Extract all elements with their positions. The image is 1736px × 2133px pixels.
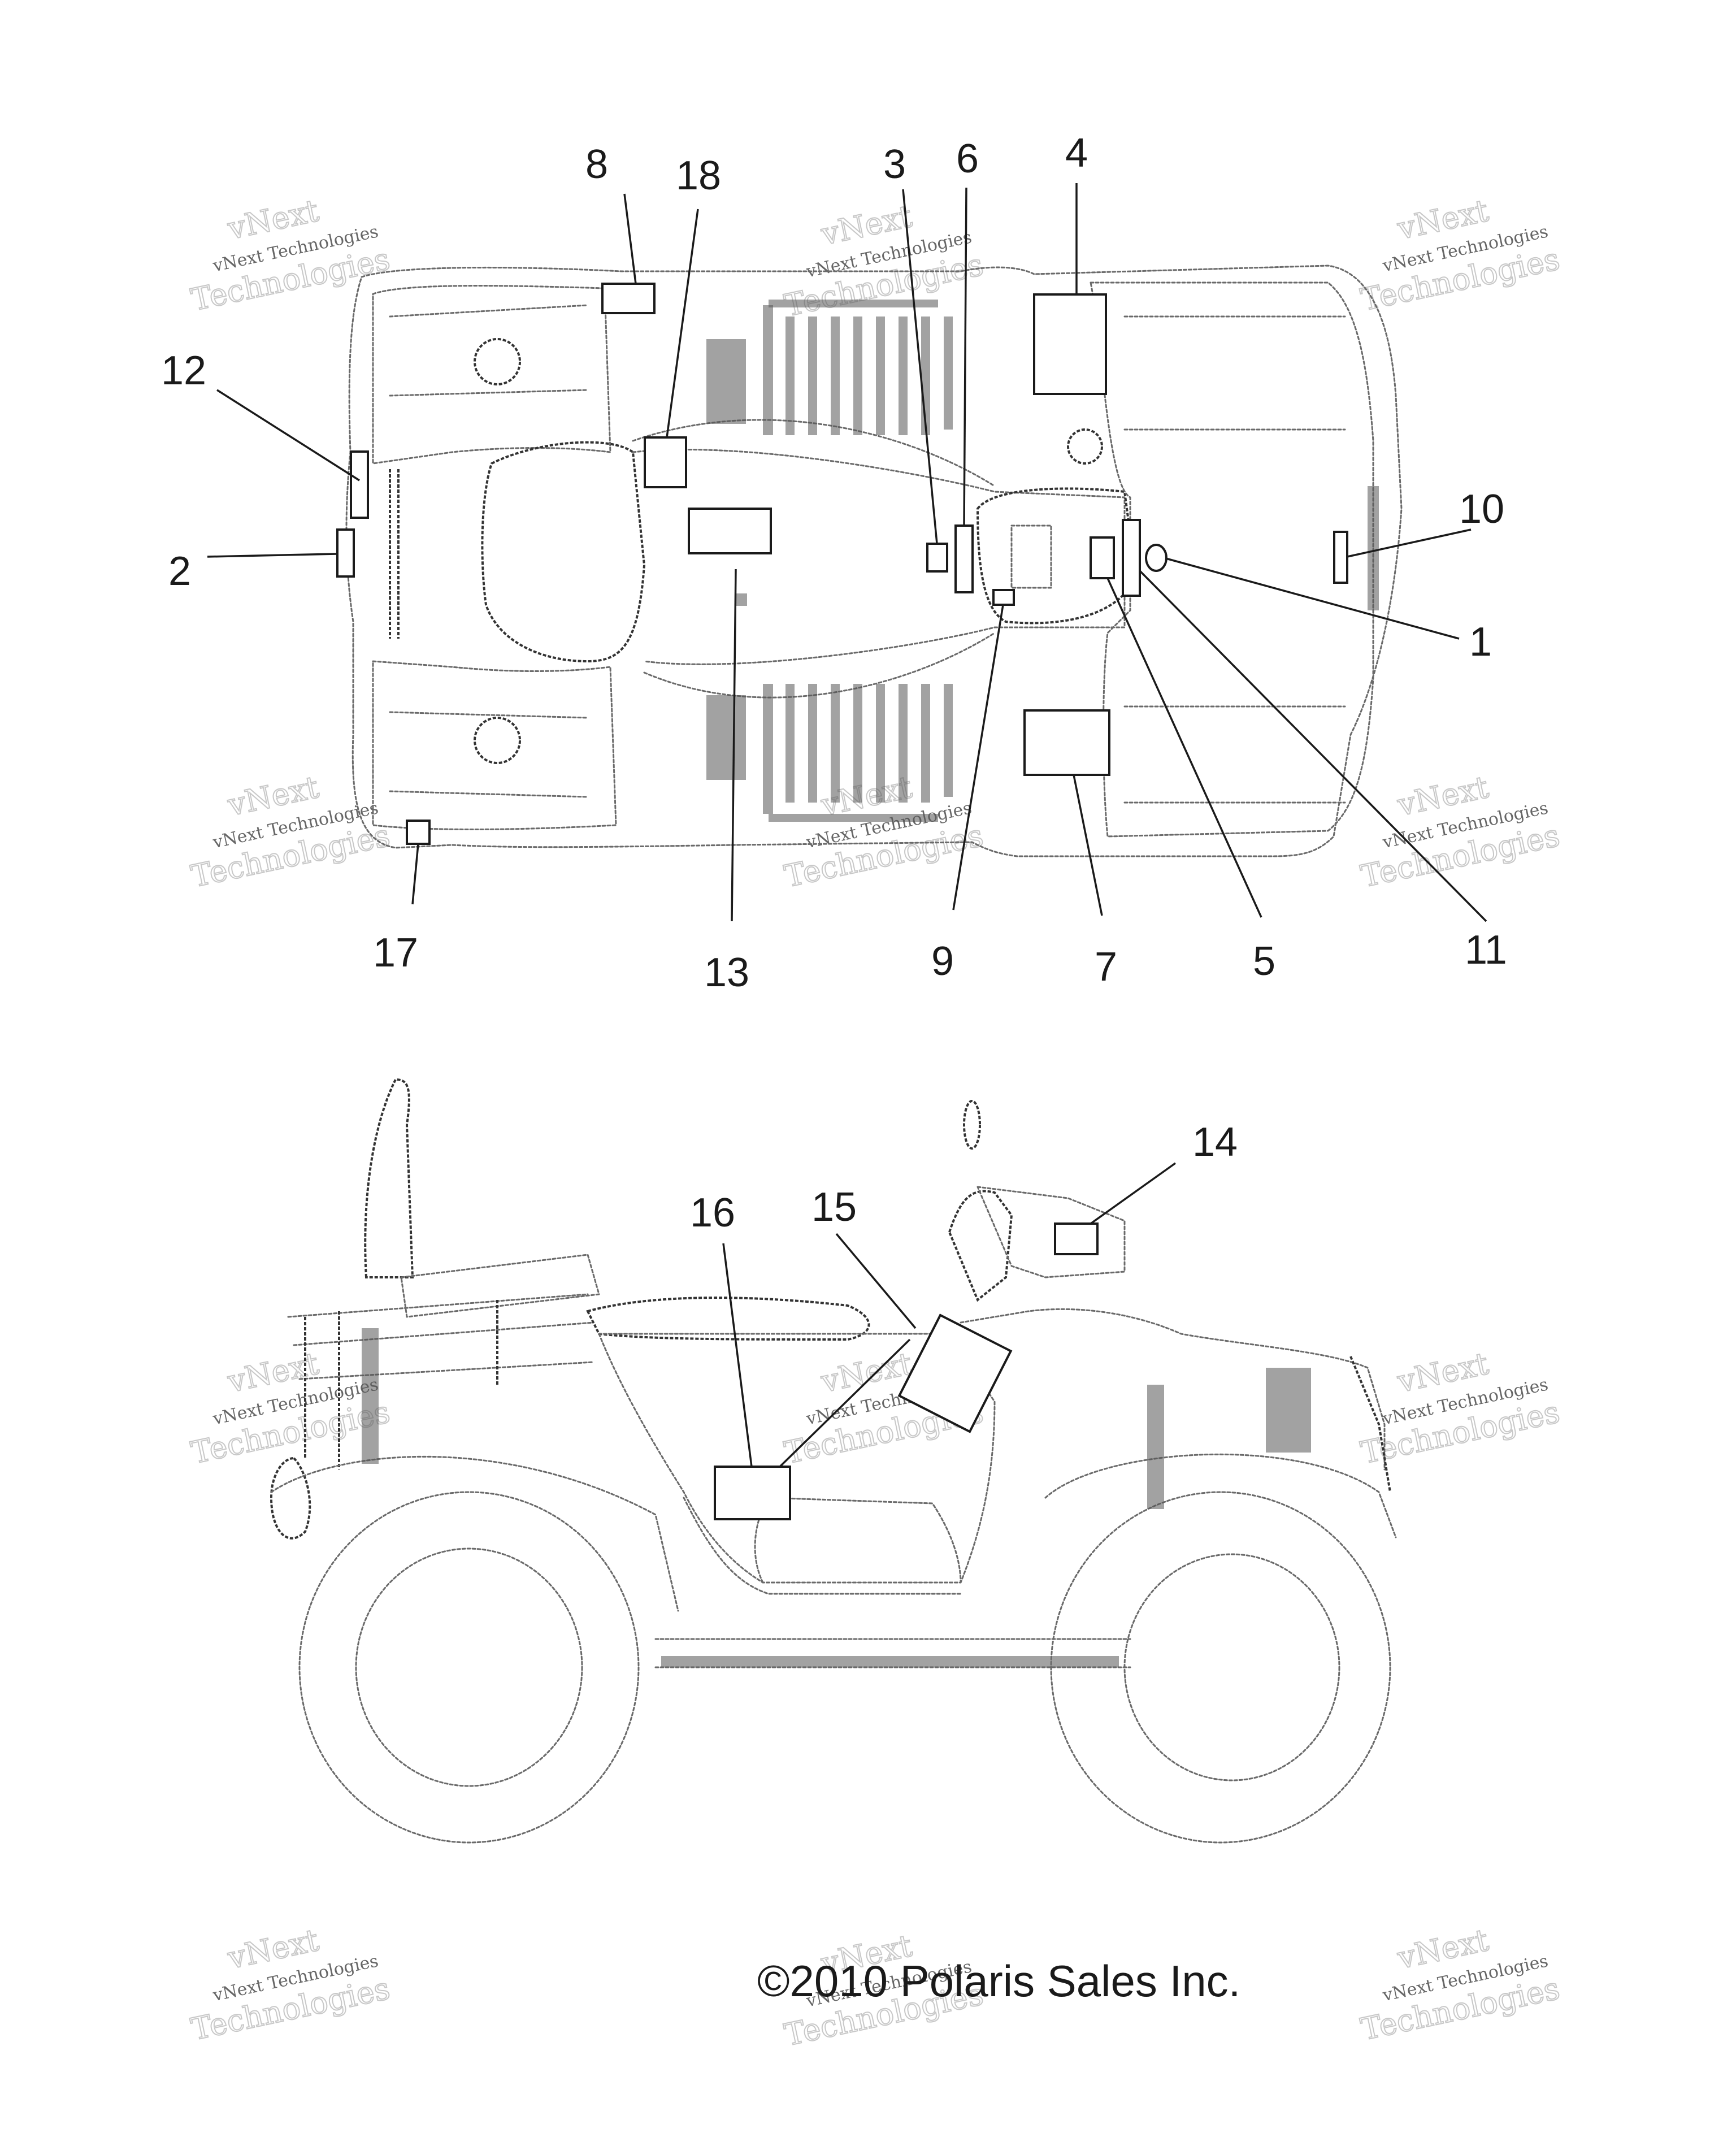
- watermark-mid-left: vNext vNext Technologies Technologies: [188, 769, 394, 895]
- callout-18: 18: [676, 153, 721, 198]
- decal-17[interactable]: [406, 820, 431, 845]
- callout-3: 3: [883, 142, 906, 187]
- watermark-low-left: vNext vNext Technologies Technologies: [188, 1345, 394, 1472]
- side-view-decals: [714, 1222, 1099, 1520]
- watermark-mid-right: vNext vNext Technologies Technologies: [1357, 769, 1564, 895]
- watermark-bottom-left: vNext vNext Technologies Technologies: [188, 1922, 394, 2048]
- decal-4[interactable]: [1033, 293, 1107, 395]
- callout-4: 4: [1065, 131, 1088, 176]
- decal-11[interactable]: [1122, 519, 1141, 597]
- decal-9[interactable]: [992, 589, 1015, 606]
- callout-6: 6: [956, 136, 979, 181]
- decal-5[interactable]: [1090, 536, 1115, 579]
- decal-16[interactable]: [714, 1466, 791, 1520]
- side-view-leaders: [722, 1162, 1177, 1468]
- watermark-top-right: vNext vNext Technologies Technologies: [1357, 192, 1564, 319]
- decal-7[interactable]: [1023, 709, 1110, 776]
- footwell-grille-bottom: [706, 684, 953, 822]
- callout-9: 9: [931, 939, 954, 984]
- decal-10[interactable]: [1333, 531, 1348, 584]
- copyright-notice: ©2010 Polaris Sales Inc.: [757, 1956, 1240, 2006]
- callout-8: 8: [585, 142, 608, 187]
- callout-10: 10: [1459, 487, 1504, 532]
- decal-18[interactable]: [644, 436, 687, 488]
- decal-15[interactable]: [897, 1313, 1013, 1433]
- callout-1: 1: [1469, 619, 1492, 665]
- atv-side-view: [270, 1078, 1397, 1844]
- decal-12[interactable]: [350, 450, 369, 519]
- decal-2[interactable]: [336, 528, 355, 578]
- watermark-bottom-right: vNext vNext Technologies Technologies: [1357, 1922, 1564, 2048]
- decal-6[interactable]: [954, 524, 974, 593]
- decal-1[interactable]: [1145, 544, 1168, 572]
- decal-8[interactable]: [601, 283, 656, 314]
- callout-14: 14: [1192, 1120, 1238, 1165]
- callout-17: 17: [373, 930, 418, 976]
- callout-16: 16: [690, 1190, 735, 1235]
- callout-7: 7: [1095, 944, 1117, 990]
- footwell-grille-top: [706, 300, 953, 435]
- callout-5: 5: [1253, 939, 1275, 984]
- top-view-leaders: [207, 183, 1487, 922]
- watermark-top-left: vNext vNext Technologies Technologies: [188, 192, 394, 319]
- callout-numbers: 8 18 3 6 4 12 2 10 1 17 13 9 7 5 11 14 1…: [161, 131, 1507, 1235]
- decal-3[interactable]: [926, 543, 948, 573]
- callout-13: 13: [704, 950, 749, 995]
- atv-top-view: [345, 265, 1403, 857]
- decal-13[interactable]: [688, 508, 772, 554]
- callout-12: 12: [161, 348, 206, 393]
- callout-2: 2: [168, 549, 191, 594]
- callout-11: 11: [1465, 927, 1507, 973]
- decal-14[interactable]: [1054, 1222, 1099, 1255]
- top-view-decals: [336, 283, 1348, 845]
- callout-15: 15: [811, 1185, 857, 1230]
- watermarks: vNext vNext Technologies Technologies vN…: [188, 192, 1564, 2054]
